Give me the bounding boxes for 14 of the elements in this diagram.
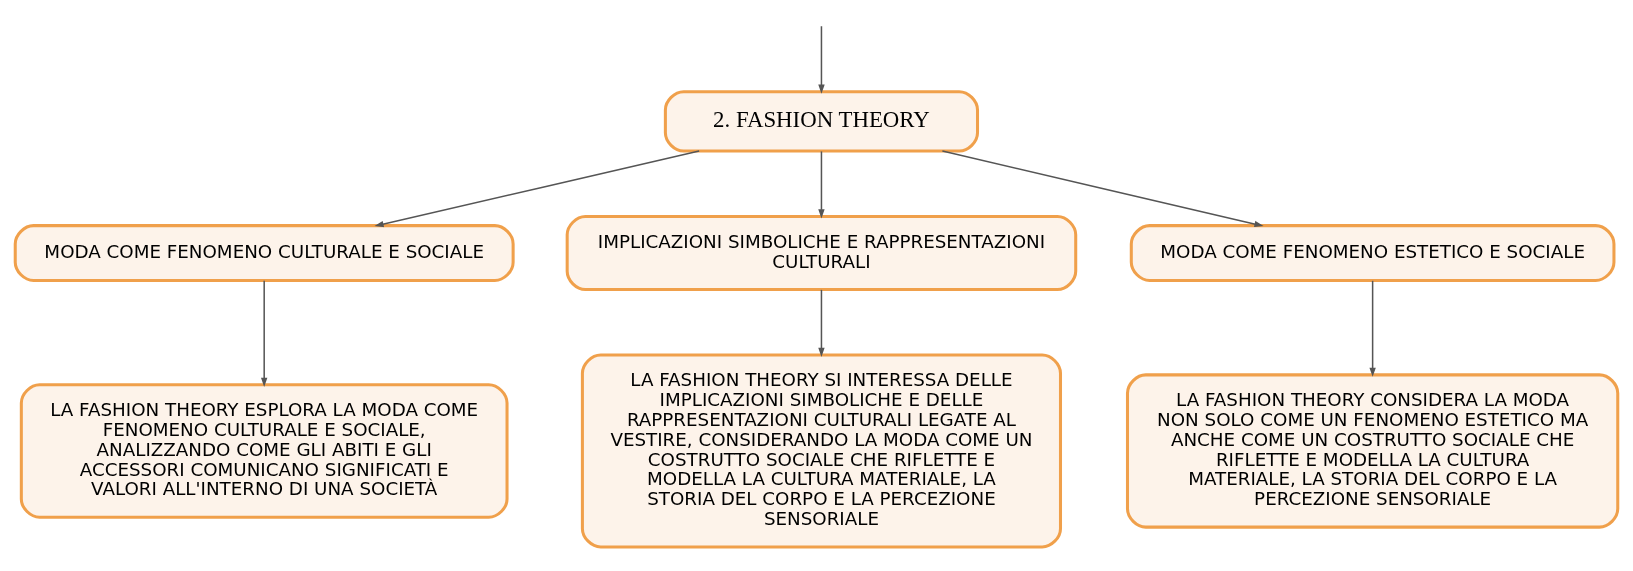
- arrow: [818, 288, 825, 357]
- arrow: [941, 149, 1264, 227]
- arrow: [1369, 279, 1376, 377]
- node-box: MODA COME FENOMENO ESTETICO E SOCIALE: [1129, 223, 1616, 282]
- arrow: [818, 25, 825, 94]
- node-box: LA FASHION THEORY SI INTERESSA DELLE IMPLICAZIONI SIMBOLICHE E DELLE RAPPRESENTAZIONI CULTURALI LEGATE AL VESTIRE, CONSIDERANDO LA MODA COME UN COSTRUTTO SOCIALE CHE RIFLETTE E MODELLA LA CULTURA MATERIALE, LA STORIA DEL CORPO E LA PERCEZIONE SENSORIALE: [580, 353, 1062, 548]
- node-box: LA FASHION THEORY ESPLORA LA MODA COME FENOMENO CULTURALE E SOCIALE, ANALIZZANDO COME GLI ABITI E GLI ACCESSORI COMUNICANO SIGNIFICATI E VALORI ALL'INTERNO DI UNA SOCIETÀ: [19, 382, 509, 519]
- node-box: 2. FASHION THEORY: [663, 89, 980, 153]
- arrow: [374, 149, 700, 227]
- arrow: [260, 279, 268, 387]
- node-box: IMPLICAZIONI SIMBOLICHE E RAPPRESENTAZIONI CULTURALI: [565, 214, 1078, 291]
- node-box: MODA COME FENOMENO CULTURALE E SOCIALE: [13, 223, 515, 282]
- node-box: LA FASHION THEORY CONSIDERA LA MODA NON SOLO COME UN FENOMENO ESTETICO MA ANCHE COME UN COSTRUTTO SOCIALE CHE RIFLETTE E MODELLA LA CULTURA MATERIALE, LA STORIA DEL CORPO E LA PERCEZIONE SENSORIALE: [1125, 372, 1620, 529]
- arrow: [818, 150, 825, 218]
